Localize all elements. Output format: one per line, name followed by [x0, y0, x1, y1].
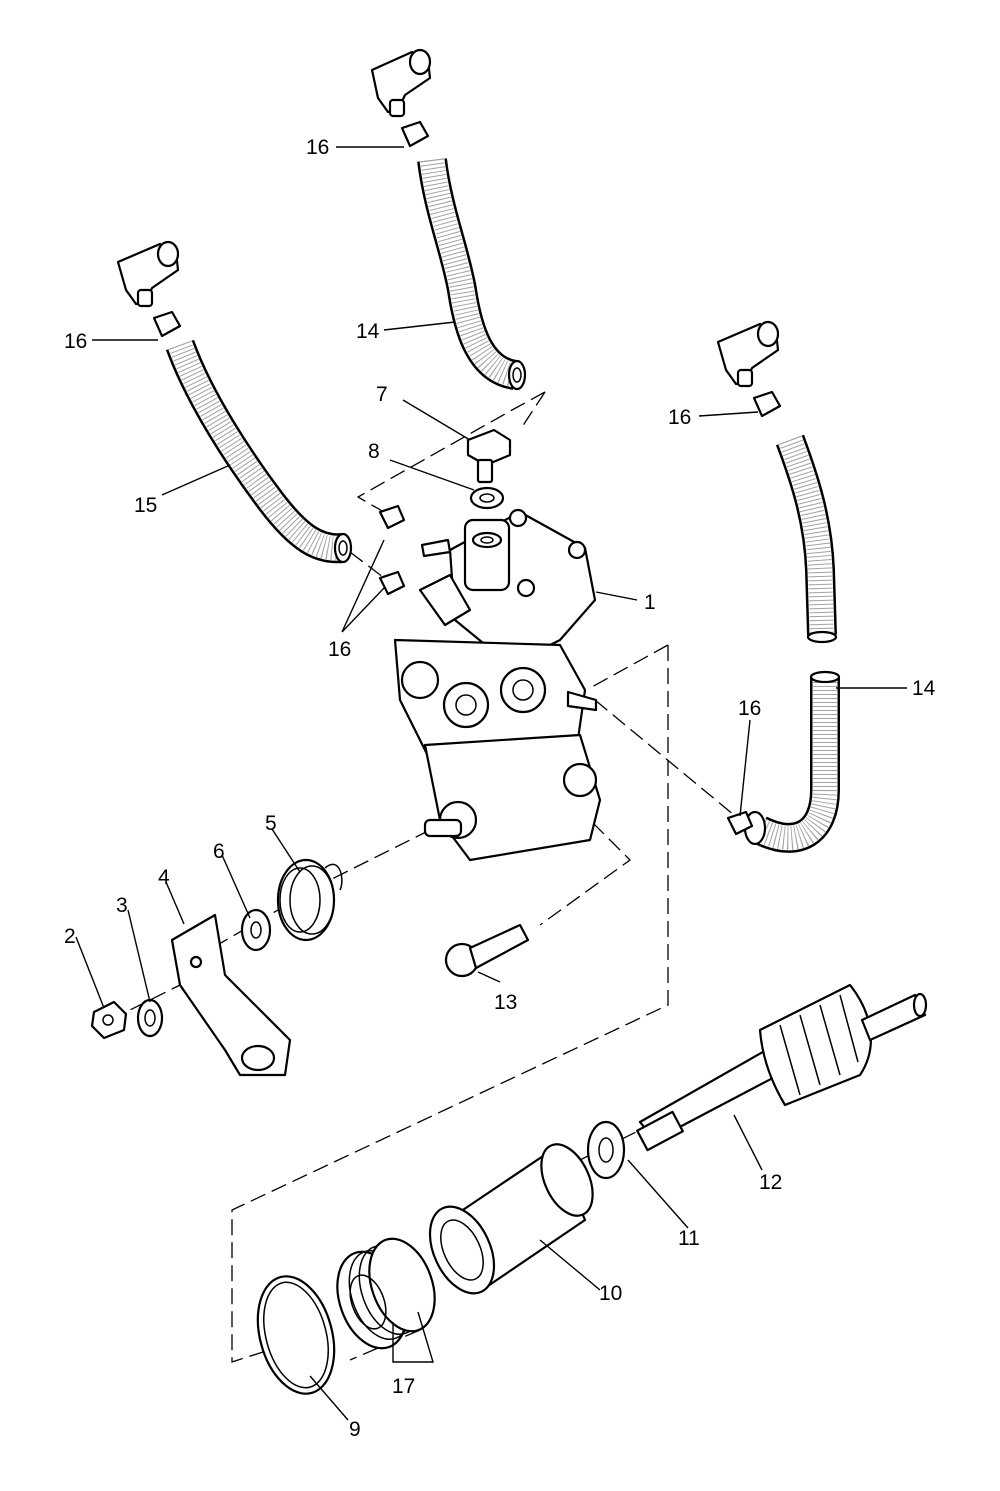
callout-label-16-right: 16: [668, 406, 691, 429]
bolt-13: [444, 923, 530, 978]
callout-label-14-right: 14: [912, 677, 936, 700]
hose-14-top: [417, 158, 527, 391]
callout-label-5: 5: [265, 812, 277, 835]
washer-11: [586, 1120, 626, 1180]
snap-ring-9: [256, 1275, 336, 1395]
clip-3: [136, 998, 164, 1038]
washer-8: [469, 486, 505, 510]
fitting-top-left: [116, 240, 182, 338]
clamp-icon: [378, 570, 406, 596]
fitting-top-center: [370, 48, 432, 148]
assembly-dash-lines: [109, 391, 741, 1363]
plug-bolt-7: [466, 428, 512, 484]
oil-pump-body: [393, 508, 602, 862]
spring-5: [276, 858, 343, 942]
callout-label-16-lower-right: 16: [738, 697, 761, 720]
callout-label-16-top: 16: [306, 136, 329, 159]
callout-label-10: 10: [599, 1282, 622, 1305]
hose-14-right-upper: [775, 434, 838, 644]
callout-label-1: 1: [644, 591, 656, 614]
spring-17: [336, 1237, 436, 1350]
callout-label-17: 17: [392, 1375, 415, 1398]
clamp-icon: [378, 504, 406, 530]
callout-label-11: 11: [678, 1227, 700, 1250]
nut-2: [90, 1000, 128, 1040]
hose-15: [165, 339, 353, 564]
callout-label-6: 6: [213, 840, 225, 863]
callout-label-16-center: 16: [328, 638, 351, 661]
callout-label-2: 2: [64, 925, 76, 948]
fitting-top-right: [716, 320, 782, 418]
callout-labels: 1 2 3 4 5 6 7 8 9 10 11 12 13 14 14 15 1…: [64, 136, 936, 1441]
washer-6: [240, 908, 272, 952]
callout-label-3: 3: [116, 894, 128, 917]
drive-shaft-12: [636, 983, 928, 1152]
callout-label-15: 15: [134, 494, 157, 517]
callout-label-9: 9: [349, 1418, 361, 1441]
callout-label-4: 4: [158, 866, 170, 889]
callout-label-12: 12: [759, 1171, 782, 1194]
callout-label-7: 7: [376, 383, 388, 406]
sleeve-10: [428, 1143, 594, 1295]
hose-14-right-lower: [743, 670, 841, 853]
callout-label-14-top: 14: [356, 320, 380, 343]
callout-label-13: 13: [494, 991, 517, 1014]
lever-4: [170, 913, 292, 1077]
callout-label-16-left: 16: [64, 330, 87, 353]
leader-lines: [75, 146, 907, 1421]
callout-label-8: 8: [368, 440, 380, 463]
